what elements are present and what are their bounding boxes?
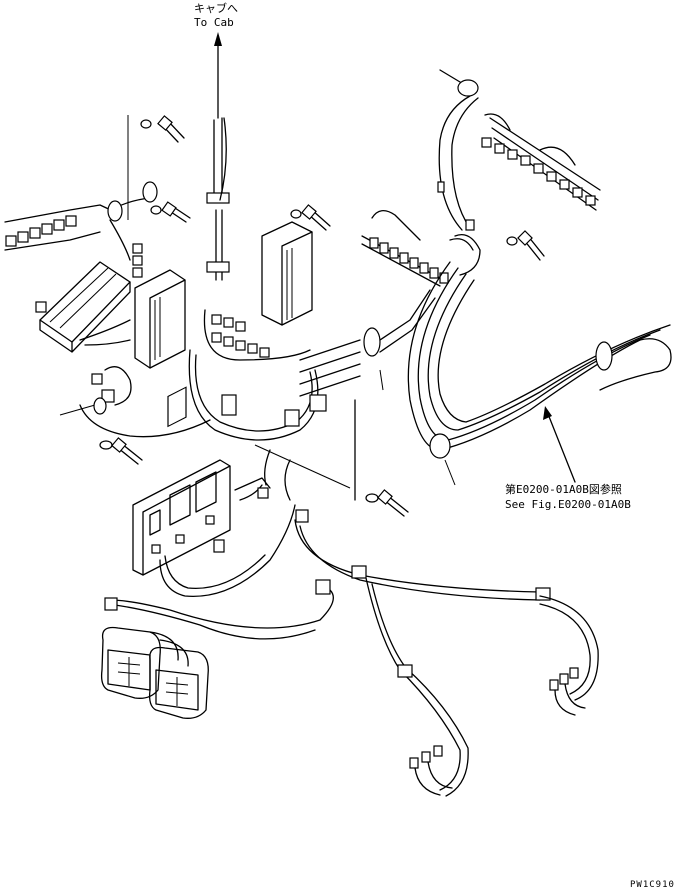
- cab-trunk-cable: [206, 117, 230, 281]
- leader-line: [254, 444, 351, 489]
- leader-line: [379, 369, 384, 391]
- reference-label-en: See Fig.E0200-01A0B: [505, 498, 631, 511]
- arrow-pointer-icon: [543, 406, 576, 483]
- right-top-bundle: [437, 69, 601, 231]
- relay-box-left: [132, 243, 186, 369]
- work-lamp-left: [100, 626, 189, 699]
- work-lamp-right: [148, 646, 209, 719]
- clip-7: [397, 664, 413, 678]
- right-connector-row: [361, 210, 449, 287]
- grommet: [457, 79, 479, 97]
- main-harness-right: [407, 261, 672, 486]
- small-clips: [79, 366, 211, 438]
- relay-box-center: [261, 221, 313, 326]
- lower-harness: [104, 399, 599, 797]
- clip-1: [206, 192, 230, 204]
- bolt-washer-set-6: [365, 489, 409, 517]
- bolt-washer-set-1: [127, 115, 185, 220]
- bolt-washer-set-5: [99, 437, 143, 465]
- fuse-panel: [35, 261, 131, 353]
- bolt-washer-set-2: [150, 201, 191, 223]
- clip-2: [206, 261, 230, 273]
- to-cab-label-en: To Cab: [194, 16, 234, 29]
- controller-board: [132, 386, 271, 576]
- clip-3: [295, 509, 309, 523]
- to-cab-label-ja: キャブへ: [194, 2, 238, 15]
- left-connector-bundle: [4, 181, 158, 261]
- clip-6: [315, 579, 331, 595]
- drawing-code: PW1C910: [630, 880, 675, 890]
- bundle-clamp: [449, 219, 481, 276]
- reference-label-ja: 第E0200-01A0B図参照: [505, 483, 622, 496]
- central-harness: [188, 289, 436, 441]
- bolt-washer-set-4: [506, 230, 545, 261]
- leader-line: [59, 404, 96, 416]
- bolt-washer-set-3: [290, 204, 331, 231]
- arrow-up-icon: [214, 32, 222, 119]
- clip-4: [351, 565, 367, 579]
